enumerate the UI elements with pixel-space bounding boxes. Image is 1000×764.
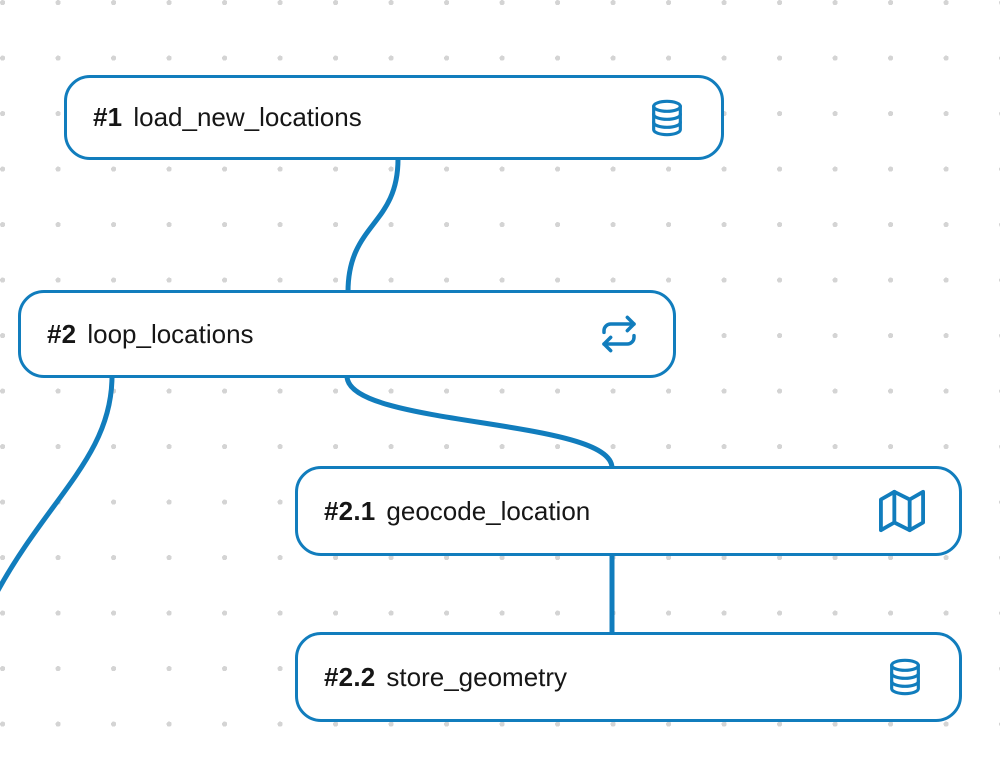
edge-2-to-offscreen-left	[0, 373, 115, 592]
database-icon	[647, 98, 687, 138]
edge-1-to-2	[345, 156, 401, 295]
node-number: #2.2	[324, 661, 376, 692]
node-store-geometry[interactable]: #2.2 store_geometry	[295, 632, 962, 722]
node-name: store_geometry	[386, 661, 568, 692]
edge-2-to-2-1	[344, 373, 615, 471]
node-name: geocode_location	[386, 495, 591, 526]
node-loop-locations[interactable]: #2 loop_locations	[18, 290, 676, 378]
map-icon	[879, 488, 925, 534]
node-number: #2.1	[324, 495, 376, 526]
node-number: #1	[93, 102, 123, 132]
node-name: load_new_locations	[133, 102, 362, 132]
repeat-icon	[599, 314, 639, 354]
node-geocode-location[interactable]: #2.1 geocode_location	[295, 466, 962, 556]
node-number: #2	[47, 318, 77, 349]
database-icon	[885, 657, 925, 697]
node-name: loop_locations	[87, 318, 254, 349]
node-load-new-locations[interactable]: #1 load_new_locations	[64, 75, 724, 160]
